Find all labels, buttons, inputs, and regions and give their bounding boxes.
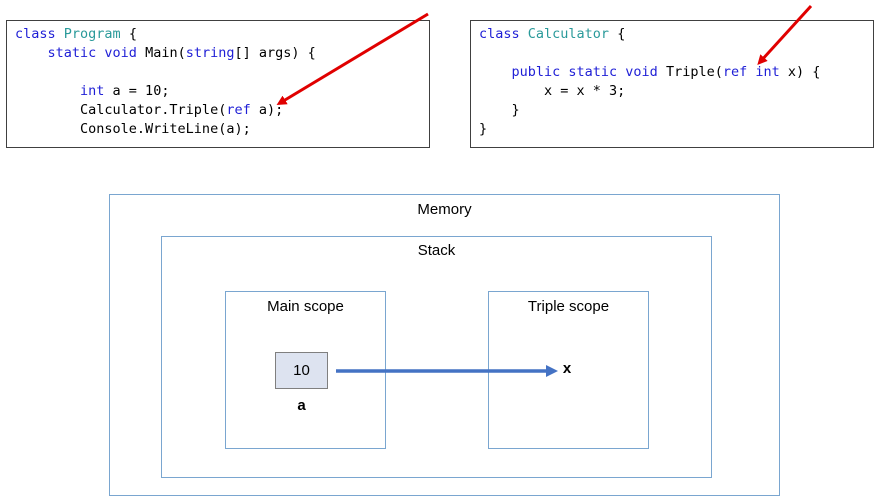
code-token: static void: [47, 45, 146, 61]
code-token: ref int: [722, 64, 780, 80]
code-token: x) {: [779, 64, 821, 80]
code-token: {: [609, 26, 626, 42]
calculator-code-block: class Calculator { public static void Tr…: [470, 20, 874, 148]
code-line: public static void Triple(ref int x) {: [479, 63, 821, 82]
memory-box: Memory: [109, 194, 780, 496]
code-token: Calculator.Triple(: [15, 102, 227, 118]
code-token: class: [479, 26, 528, 42]
code-token: int: [80, 83, 105, 99]
code-token: Calculator: [527, 26, 610, 42]
code-token: }: [479, 102, 520, 118]
code-line: }: [479, 120, 487, 139]
code-token: public static void: [511, 64, 666, 80]
memory-label: Memory: [417, 201, 472, 218]
variable-a-label: a: [297, 397, 306, 414]
stack-label: Stack: [417, 242, 456, 259]
code-token: ref: [226, 102, 251, 118]
code-token: Main(: [145, 45, 186, 61]
code-token: }: [479, 121, 488, 137]
code-token: x = x * 3;: [479, 83, 626, 99]
code-token: [15, 45, 48, 61]
code-line: int a = 10;: [15, 82, 169, 101]
main-scope-label: Main scope: [267, 298, 344, 315]
code-line: static void Main(string[] args) {: [15, 44, 316, 63]
code-line: x = x * 3;: [479, 82, 625, 101]
code-token: Program: [63, 26, 121, 42]
code-token: {: [120, 26, 137, 42]
code-line: }: [479, 101, 520, 120]
code-token: a);: [250, 102, 284, 118]
code-line: Calculator.Triple(ref a);: [15, 101, 283, 120]
code-token: a = 10;: [104, 83, 170, 99]
code-token: Triple(: [665, 64, 723, 80]
program-code-block: class Program { static void Main(string[…: [6, 20, 430, 148]
stack-box: Stack: [161, 236, 712, 478]
code-token: string: [185, 45, 235, 61]
code-token: [479, 64, 512, 80]
variable-a-value-cell: 10: [275, 352, 328, 389]
code-line: Console.WriteLine(a);: [15, 120, 251, 139]
triple-scope-label: Triple scope: [527, 298, 610, 315]
code-token: Console.WriteLine(a);: [15, 121, 251, 137]
code-token: class: [15, 26, 64, 42]
code-token: [15, 83, 80, 99]
code-token: [] args) {: [234, 45, 316, 61]
code-line: class Calculator {: [479, 25, 625, 44]
parameter-x-label: x: [562, 360, 572, 377]
code-line: class Program {: [15, 25, 137, 44]
